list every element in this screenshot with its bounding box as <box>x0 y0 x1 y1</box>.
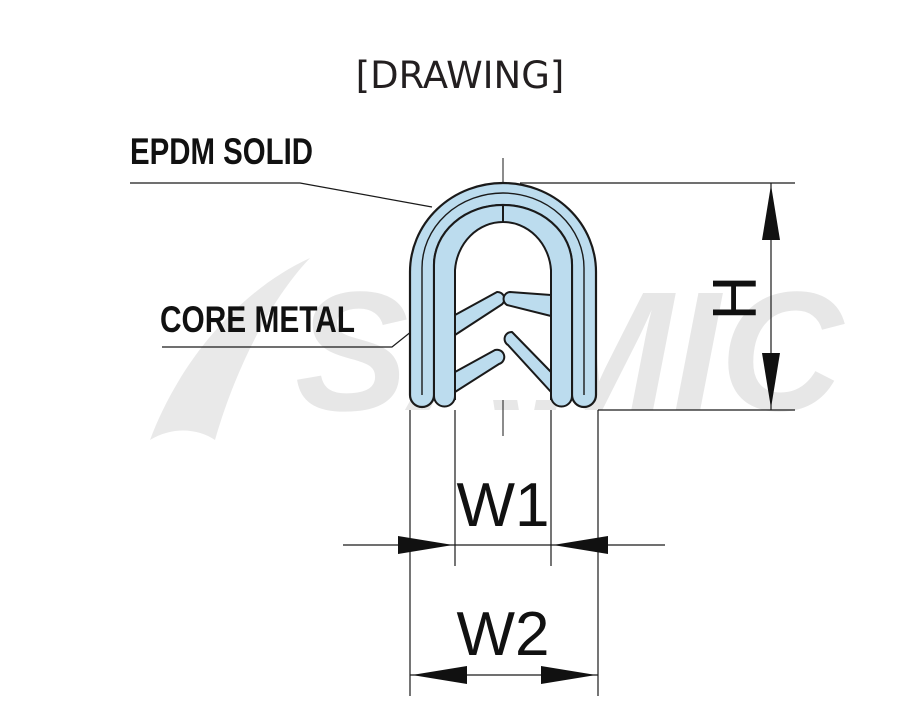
dimension-label-w1: W1 <box>457 471 550 540</box>
watermark-swoosh-icon <box>150 258 310 440</box>
arrow-w1-left <box>398 536 453 554</box>
fin-left-lower <box>454 348 506 393</box>
dimension-w1: W1 <box>343 471 665 554</box>
dimension-width-extensions <box>409 410 599 696</box>
rubber-inner-left-leg <box>433 204 504 408</box>
arrow-w2-left <box>412 666 467 684</box>
arrow-w2-right <box>541 666 596 684</box>
label-epdm-solid: EPDM SOLID <box>130 131 313 172</box>
fin-right-upper <box>502 291 552 317</box>
arrow-height-bottom <box>762 353 780 408</box>
core-metal-outline <box>421 192 585 395</box>
label-core-metal: CORE METAL <box>160 299 355 340</box>
trim-profile <box>408 181 598 409</box>
dimension-label-h: H <box>701 276 770 321</box>
dimension-label-w2: W2 <box>457 600 550 669</box>
rubber-inner-right-leg <box>502 204 573 408</box>
fin-right-lower <box>503 331 552 393</box>
arrow-w1-right <box>553 536 608 554</box>
arrow-height-top <box>762 185 780 240</box>
leader-line-epdm <box>130 182 433 208</box>
dimension-w2: W2 <box>410 600 598 684</box>
drawing-title: [DRAWING] <box>356 54 565 97</box>
